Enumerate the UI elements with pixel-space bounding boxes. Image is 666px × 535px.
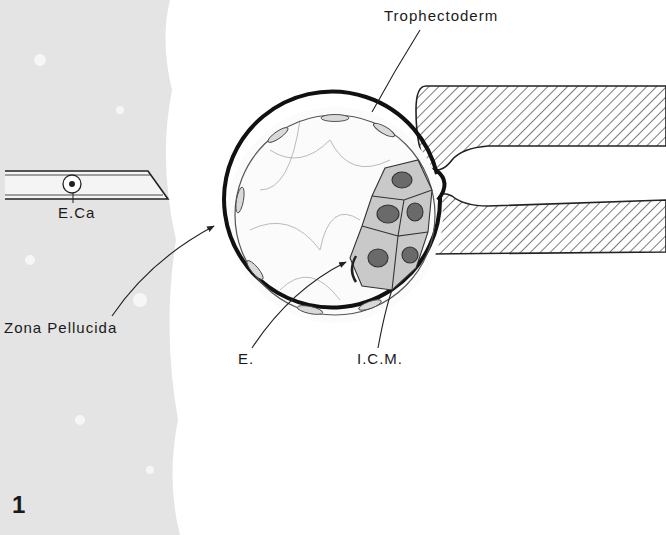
leader-line: [73, 193, 74, 203]
zona-pellucida: [224, 92, 440, 308]
part-label: E.: [238, 351, 254, 368]
part-label: E.Ca: [58, 205, 95, 222]
part-label: Trophectoderm: [384, 8, 498, 25]
part-label: I.C.M.: [357, 351, 403, 368]
trophectoderm-layer: [235, 115, 435, 315]
texture: [25, 54, 154, 474]
background-panel: [0, 0, 180, 535]
part-label: Zona Pellucida: [4, 320, 117, 337]
ec-cell: [63, 175, 81, 193]
leader-lines: [112, 30, 420, 348]
micropipette: [5, 171, 168, 199]
holding-pipette: [416, 86, 666, 254]
endoderm: [352, 256, 356, 282]
blastocyst: [224, 92, 444, 323]
figure-number: 1: [12, 492, 25, 518]
inner-cell-mass: [350, 160, 432, 290]
